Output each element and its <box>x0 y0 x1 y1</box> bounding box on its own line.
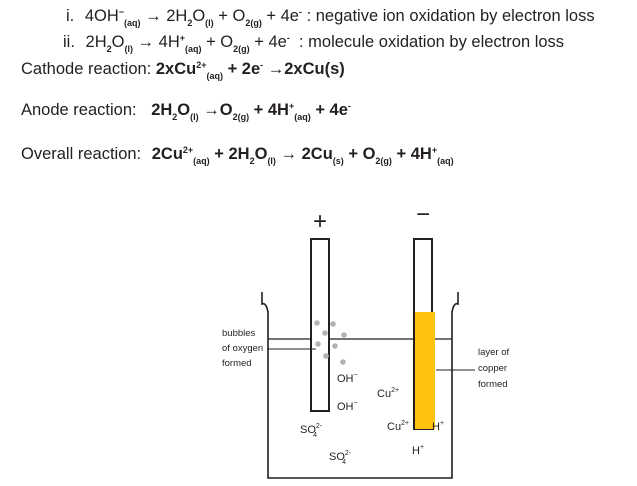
equation-i-formula: 4OH−(aq) → 2H2O(l) + O2(g) + 4e- : <box>84 7 316 28</box>
overall-reaction-label: Overall reaction: <box>21 145 142 163</box>
oxygen-bubbles <box>314 320 347 365</box>
equation-i-number: i. <box>66 7 75 25</box>
equation-ii-formula: 2H2O(l) → 4H+(aq) + O2(g) + 4e- : <box>85 33 309 54</box>
copper-label-line1: layer of <box>478 347 510 358</box>
ion-h-1: H+ <box>432 420 444 433</box>
cathode-reaction-formula: 2xCu2+(aq) + 2e- →2xCu(s) <box>155 60 345 81</box>
overall-reaction-formula: 2Cu2+(aq) + 2H2O(l) → 2Cu(s) + O2(g) + 4… <box>151 145 454 166</box>
copper-label-line2: copper <box>478 363 507 374</box>
copper-layer <box>415 312 435 429</box>
equation-ii-description: molecule oxidation by electron loss <box>308 33 565 51</box>
overall-reaction: Overall reaction: 2Cu2+(aq) + 2H2O(l) → … <box>21 145 454 166</box>
equation-i-description: negative ion oxidation by electron loss <box>315 7 595 25</box>
ions: OH− OH− SO2-4 SO2-4 Cu2+ Cu2+ H+ H+ <box>300 372 444 466</box>
beaker-outline <box>261 292 459 479</box>
equation-ii: ii. 2H2O(l) → 4H+(aq) + O2(g) + 4e- : mo… <box>63 33 565 54</box>
ion-cu-2: Cu2+ <box>387 420 409 433</box>
copper-label-line3: formed <box>478 379 508 390</box>
equation-i: i. 4OH−(aq) → 2H2O(l) + O2(g) + 4e- : ne… <box>66 7 595 28</box>
ion-h-2: H+ <box>412 444 424 457</box>
bubbles-label: bubbles of oxygen formed <box>222 328 266 369</box>
copper-label: layer of copper formed <box>478 347 512 390</box>
ion-so4-2: SO2-4 <box>329 450 352 466</box>
ion-oh-2: OH− <box>337 400 358 413</box>
anode-electrode <box>310 238 330 412</box>
anode-reaction: Anode reaction: 2H2O(l) →O2(g) + 4H+(aq)… <box>21 101 351 122</box>
ion-cu-1: Cu2+ <box>377 387 399 400</box>
bubbles-label-line2: of oxygen <box>222 343 263 354</box>
cathode-reaction: Cathode reaction: 2xCu2+(aq) + 2e- →2xCu… <box>21 60 345 81</box>
anode-sign: + <box>313 208 327 235</box>
bubbles-label-line3: formed <box>222 358 252 369</box>
ion-oh-1: OH− <box>337 372 358 385</box>
anode-reaction-label: Anode reaction: <box>21 101 137 119</box>
cathode-sign: − <box>416 201 430 228</box>
cathode-reaction-label: Cathode reaction: <box>21 60 152 78</box>
ion-so4-1: SO2-4 <box>300 423 323 439</box>
anode-reaction-formula: 2H2O(l) →O2(g) + 4H+(aq) + 4e- <box>151 101 351 122</box>
bubbles-label-line1: bubbles <box>222 328 256 339</box>
equation-ii-number: ii. <box>63 33 75 51</box>
